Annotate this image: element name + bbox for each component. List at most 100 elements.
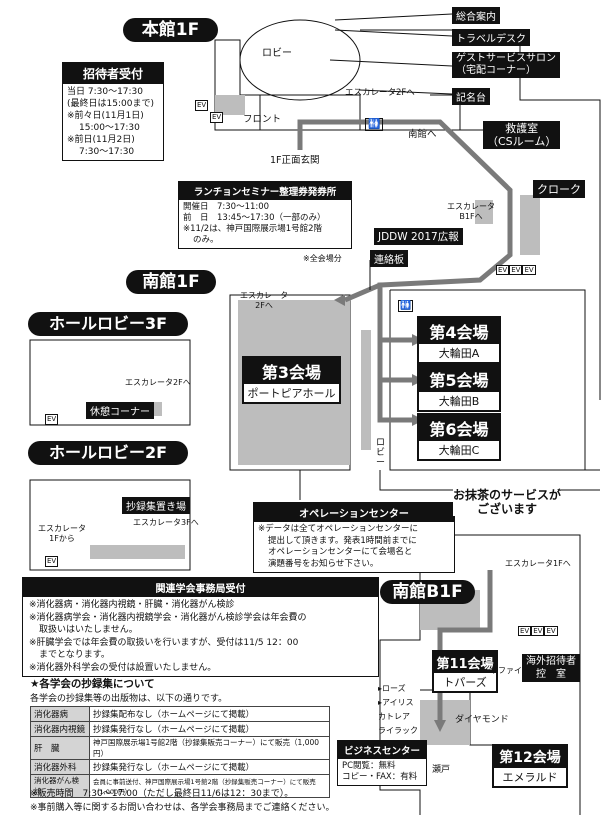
operation-line-1: ※データは全てオペレーションセンターに: [258, 524, 418, 534]
lobby-label: ロビー: [262, 48, 292, 59]
luncheon-box: ランチョンセミナー整理券発券所 開催日 7:30～11:00 前 日 13:45…: [178, 181, 352, 249]
operation-line-4: 演題番号をお知らせ下さい。: [268, 558, 379, 569]
hall3f-escalator: エスカレータ2Fへ: [125, 378, 191, 387]
hall5-number: 第5会場: [419, 366, 499, 392]
society-line-1: ※消化器病・消化器内視鏡・肝臓・消化器がん検診: [29, 600, 235, 610]
minami1f-title: 南館1F: [126, 270, 216, 294]
reception-line-4: 15:00～17:30: [79, 123, 140, 133]
hall2f-escalator-3f: エスカレータ3Fへ: [133, 518, 199, 527]
rest-corner-label: 休憩コーナー: [86, 402, 154, 419]
renraku-label: 連絡板: [370, 250, 408, 267]
luncheon-title: ランチョンセミナー整理券発券所: [179, 182, 351, 200]
society-line-6: ※消化器外科学会の受付は設置いたしません。: [29, 662, 217, 673]
minamib1f-title: 南館B1F: [380, 580, 475, 604]
travel-desk-label: トラベルデスク: [452, 29, 530, 46]
reception-title: 招待者受付: [63, 63, 163, 84]
society-line-4: ※肝臓学会では年会費の取扱いを行いますが、受付は11/5 12：00: [29, 637, 299, 648]
hall11-name: トパーズ: [443, 676, 487, 689]
luncheon-note: ※全会場分: [303, 254, 342, 263]
hall5-name: 大輪田B: [438, 395, 480, 408]
sapphire-label: サファイア: [490, 666, 530, 675]
luncheon-line-2: 前 日 13:45～17:30（一部のみ）: [183, 213, 326, 223]
b1f-escalator-label: エスカレータ1Fへ: [505, 559, 571, 568]
hall4-number: 第4会場: [419, 318, 499, 344]
hall2f-title: ホールロビー2F: [28, 441, 188, 465]
business-center-title: ビジネスセンター: [338, 741, 426, 759]
seto-label: 瀬戸: [432, 765, 451, 775]
reception-line-6: 7:30～17:30: [79, 147, 135, 157]
operation-line-2: 提出して頂きます。発表1時間前までに: [268, 535, 417, 546]
ev-2f: EV: [45, 556, 59, 567]
room-rose: ▸ローズ: [378, 684, 406, 693]
escalator-2f-label: エスカレータ2Fへ: [345, 88, 415, 98]
operation-box: オペレーションセンター ※データは全てオペレーションセンターに 提出して頂きます…: [253, 502, 455, 573]
ev-3f: EV: [45, 414, 59, 425]
reception-box: 招待者受付 当日 7:30～17:30 (最終日は15:00まで) ※前々日(1…: [62, 62, 164, 161]
society-title: 関連学会事務局受付: [23, 578, 378, 597]
hall4-name: 大輪田A: [438, 347, 480, 360]
hall6-number: 第6会場: [419, 415, 499, 441]
table-row: 消化器内視鏡抄録集発行なし（ホームページにて掲載）: [30, 721, 330, 737]
luncheon-line-4: のみ。: [193, 235, 219, 245]
front-label: フロント: [243, 114, 282, 125]
hall2f-escalator-from: エスカレータ 1Fから: [38, 524, 86, 543]
abstract-book-table: 消化器病抄録集配布なし（ホームページにて掲載） 消化器内視鏡抄録集発行なし（ホー…: [30, 706, 330, 798]
hall5-venue[interactable]: 第5会場 大輪田B: [417, 364, 501, 412]
reception-line-3: ※前々日(11月1日): [67, 111, 144, 121]
info-desk-label: 総合案内: [452, 7, 500, 24]
table-row: 消化器がん検診会員に事前送付、神戸国際展示場1号館2階（抄録集販売コーナー）にて…: [30, 774, 330, 798]
minami-escalator-label: エスカレータ 2Fへ: [240, 291, 288, 310]
room-cattleya: カトレア: [378, 712, 410, 721]
table-row: 消化器外科抄録集発行なし（ホームページにて掲載）: [30, 759, 330, 775]
hall3-venue[interactable]: 第3会場 ポートピアホール: [242, 356, 341, 404]
business-line-1: PC閲覧：無料: [342, 761, 396, 771]
hall12-number: 第12会場: [494, 746, 566, 768]
register-label: 記名台: [452, 88, 490, 105]
operation-line-3: オペレーションセンターにて会場名と: [268, 547, 413, 557]
hall3-name: ポートピアホール: [247, 387, 336, 400]
hall6-venue[interactable]: 第6会場 大輪田C: [417, 413, 501, 461]
hall12-name: エメラルド: [502, 771, 558, 784]
minami-restroom-icon: 🚻: [398, 300, 414, 312]
hall4-venue[interactable]: 第4会場 大輪田A: [417, 316, 501, 364]
hall11-number: 第11会場: [434, 652, 496, 673]
hall3f-title: ホールロビー3F: [28, 312, 188, 336]
hall3-number: 第3会場: [244, 358, 339, 384]
abstract-book-intro: 各学会の抄録集等の出版物は、以下の通りです。: [30, 694, 228, 704]
honkan-title: 本館1F: [123, 18, 218, 42]
hall11-venue[interactable]: 第11会場 トパーズ: [432, 650, 498, 693]
entrance-label: 1F正面玄関: [270, 155, 320, 166]
room-lilac: ライラック: [378, 726, 418, 735]
hall12-venue[interactable]: 第12会場 エメラルド: [492, 744, 568, 788]
hall6-name: 大輪田C: [438, 444, 480, 457]
overseas-room-label: 海外招待者 控 室: [522, 654, 580, 682]
table-row: 肝 臓神戸国際展示場1号館2階（抄録集販売コーナー）にて販売（1,000円）: [30, 736, 330, 760]
jddw-label: JDDW 2017広報: [374, 228, 463, 245]
abstract-book-title: ★各学会の抄録集について: [30, 678, 155, 690]
society-box: 関連学会事務局受付 ※消化器病・消化器内視鏡・肝臓・消化器がん検診 ※消化器病学…: [22, 577, 379, 677]
cloak-label: クローク: [533, 180, 585, 198]
reception-line-5: ※前日(11月2日): [67, 135, 135, 145]
matcha-service: お抹茶のサービスが ございます: [453, 488, 562, 516]
abstract-book-note-2: ※事前購入等に関するお問い合わせは、各学会事務局までご連絡ください。: [30, 803, 335, 813]
abstract-book-note-1: ※販売時間 7:30～17:00（ただし最終日11/6は12：30まで）。: [30, 789, 294, 799]
room-iris: ▸アイリス: [378, 698, 414, 707]
table-row: 消化器病抄録集配布なし（ホームページにて掲載）: [30, 706, 330, 722]
luncheon-line-1: 開催日 7:30～11:00: [183, 202, 270, 212]
reception-line-1: 当日 7:30～17:30: [67, 87, 144, 97]
escalator-b1f-label: エスカレータ B1Fへ: [447, 202, 495, 221]
minami-lobby-label: ロビー: [376, 438, 386, 468]
south-wing-label: 南館へ: [408, 129, 437, 140]
ev-honkan-2: EV: [210, 112, 224, 123]
abstract-placement-label: 抄録集置き場: [122, 497, 190, 514]
society-line-2: ※消化器病学会・消化器内視鏡学会・消化器がん検診学会は年会費の: [29, 612, 307, 623]
business-center-box: ビジネスセンター PC閲覧：無料 コピー・FAX：有料: [337, 740, 427, 786]
luncheon-line-3: ※11/2は、神戸国際展示場1号館2階: [183, 224, 323, 234]
society-line-5: までとなります。: [39, 650, 110, 660]
business-line-2: コピー・FAX：有料: [342, 772, 418, 782]
first-aid-label: 救護室 （CSルーム）: [483, 121, 561, 149]
ev-honkan: EV: [195, 100, 209, 111]
guest-salon-label: ゲストサービスサロン （宅配コーナー）: [452, 52, 560, 78]
